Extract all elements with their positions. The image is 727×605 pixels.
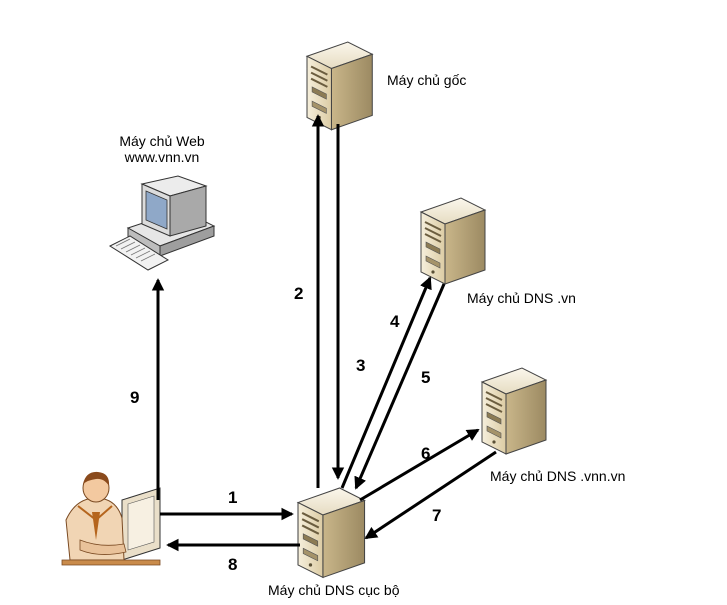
step-label-1: 1 [228,488,238,507]
web-server-label-line2: www.vnn.vn [124,149,200,165]
arrow-step-7 [364,450,497,540]
local-dns-server-icon [296,486,366,579]
step-label-5: 5 [421,368,431,387]
web-server-label-line1: Máy chủ Web [119,133,205,149]
vnn-dns-server-label: Máy chủ DNS .vnn.vn [490,468,626,484]
step-label-3: 3 [356,356,366,375]
vn-dns-server-label: Máy chủ DNS .vn [467,290,576,306]
arrow-step-4 [340,276,432,489]
arrow-step-6 [359,428,480,502]
step-label-6: 6 [421,444,431,463]
vn-dns-server-icon [420,197,486,285]
step-label-4: 4 [390,312,400,331]
step-label-2: 2 [294,284,304,303]
arrow-step-5 [354,283,446,490]
vnn-dns-server-icon [481,367,547,455]
step-label-8: 8 [228,555,238,574]
step-label-7: 7 [432,506,442,525]
user-at-computer-icon [61,471,161,566]
desktop-computer-icon [108,175,216,271]
step-label-9: 9 [130,388,140,407]
root-server-label: Máy chủ gốc [387,72,467,88]
web-server-label: Máy chủ Web www.vnn.vn [106,133,218,165]
local-dns-server-label: Máy chủ DNS cục bộ [268,582,400,598]
